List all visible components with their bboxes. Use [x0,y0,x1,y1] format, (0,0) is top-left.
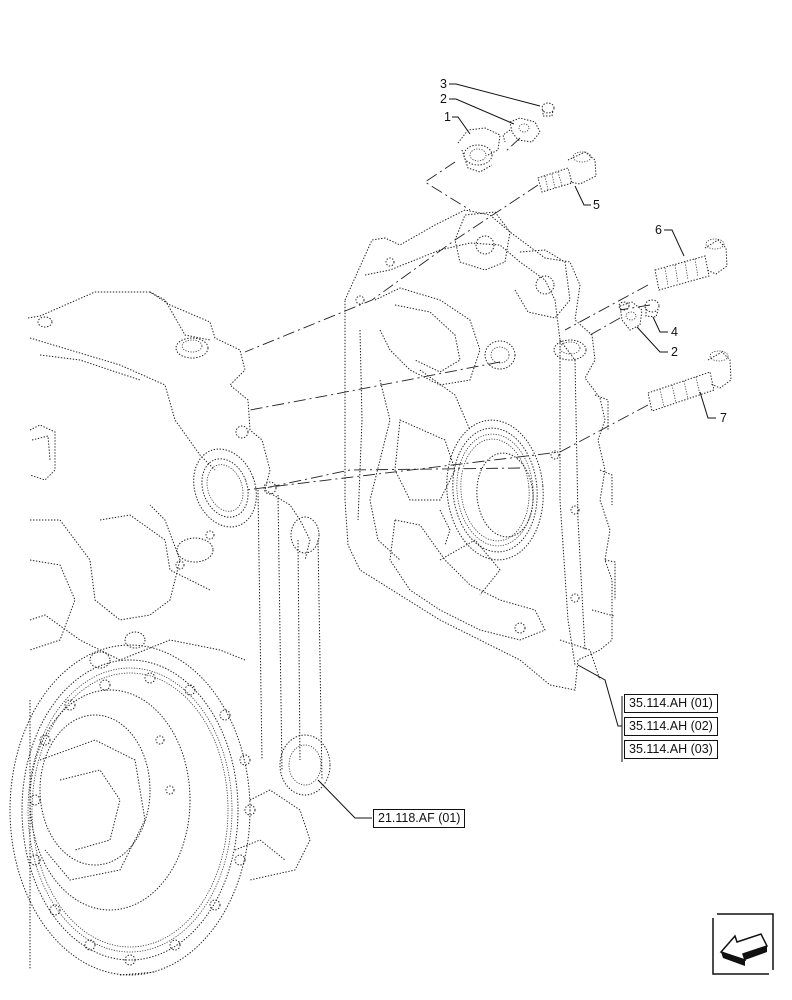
screw-4 [644,299,660,318]
callout-1: 1 [444,110,451,124]
bolt-7 [647,350,732,412]
transmission-housing [9,291,331,976]
reference-35-114-ah-01[interactable]: 35.114.AH (01) [624,694,718,713]
bolt-5 [537,151,597,193]
retaining-clip [457,127,501,173]
bracket-right [618,301,643,331]
arrow-icon [712,913,774,975]
assembly-lines [244,137,651,491]
callout-7: 7 [720,411,727,425]
reference-35-114-ah-03[interactable]: 35.114.AH (03) [624,740,718,759]
callouts: 3 2 1 5 6 4 2 7 [317,77,727,819]
reference-21-118-af-01[interactable]: 21.118.AF (01) [373,809,466,828]
callout-2-right: 2 [671,345,678,359]
front-cover-plate [344,209,616,691]
bolt-6 [654,238,728,291]
bracket-top [502,117,541,143]
callout-4: 4 [671,325,678,339]
callout-6: 6 [655,223,662,237]
screw-top [541,102,555,117]
callout-3: 3 [440,77,447,91]
callout-2-top: 2 [440,92,447,106]
callout-5: 5 [593,198,600,212]
reference-35-114-ah-02[interactable]: 35.114.AH (02) [624,717,718,736]
next-page-arrow-icon[interactable] [711,912,775,976]
